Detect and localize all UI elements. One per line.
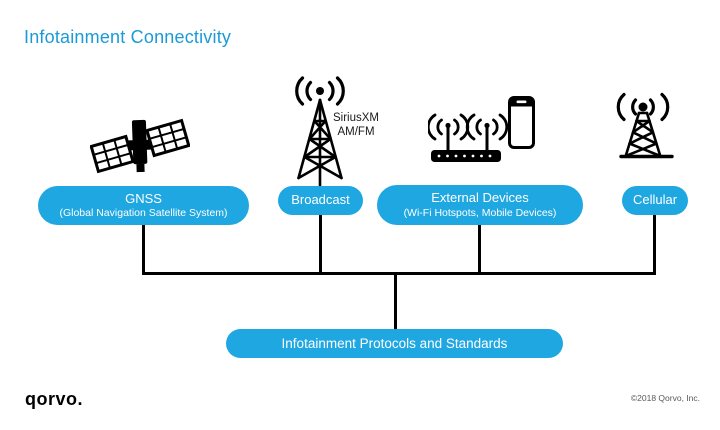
signal-dot <box>316 87 324 95</box>
node-external-devices-sublabel: (Wi-Fi Hotspots, Mobile Devices) <box>403 206 557 219</box>
node-gnss: GNSS (Global Navigation Satellite System… <box>38 186 249 225</box>
cell-tower-icon <box>610 88 690 160</box>
node-gnss-sublabel: (Global Navigation Satellite System) <box>59 207 228 220</box>
copyright-text: ©2018 Qorvo, Inc. <box>630 393 700 403</box>
broadcast-tower-icon <box>283 76 398 188</box>
connector-cellular-drop <box>653 214 656 275</box>
node-broadcast: Broadcast <box>278 186 363 215</box>
node-gnss-label: GNSS <box>125 190 162 206</box>
connector-hub-drop <box>394 274 397 329</box>
node-protocols-hub: Infotainment Protocols and Standards <box>226 329 563 358</box>
node-external-devices: External Devices (Wi-Fi Hotspots, Mobile… <box>377 185 583 225</box>
connector-gnss-drop <box>142 224 145 275</box>
broadcast-annotation-line2: AM/FM <box>337 126 375 138</box>
broadcast-annotation-line1: SiriusXM <box>333 112 380 124</box>
connector-broadcast-drop <box>319 214 322 275</box>
signal-dot <box>638 102 648 112</box>
qorvo-logo: qorvo. <box>25 389 84 409</box>
node-cellular: Cellular <box>622 186 688 215</box>
signal-waves <box>295 76 345 106</box>
antenna-signal-waves <box>428 113 509 141</box>
smartphone-icon <box>508 96 535 149</box>
wifi-router-icon <box>428 113 509 162</box>
connector-bus <box>142 272 656 275</box>
signal-waves <box>616 92 670 122</box>
node-cellular-label: Cellular <box>632 192 678 208</box>
broadcast-annotation: SiriusXM AM/FM <box>333 111 379 139</box>
node-protocols-hub-label: Infotainment Protocols and Standards <box>281 335 508 351</box>
node-broadcast-label: Broadcast <box>291 192 350 208</box>
node-external-devices-label: External Devices <box>431 190 529 205</box>
connector-external-drop <box>478 224 481 275</box>
page-title: Infotainment Connectivity <box>24 27 232 47</box>
satellite-icon <box>90 112 190 180</box>
wifi-router-and-phone-icon <box>428 94 540 166</box>
